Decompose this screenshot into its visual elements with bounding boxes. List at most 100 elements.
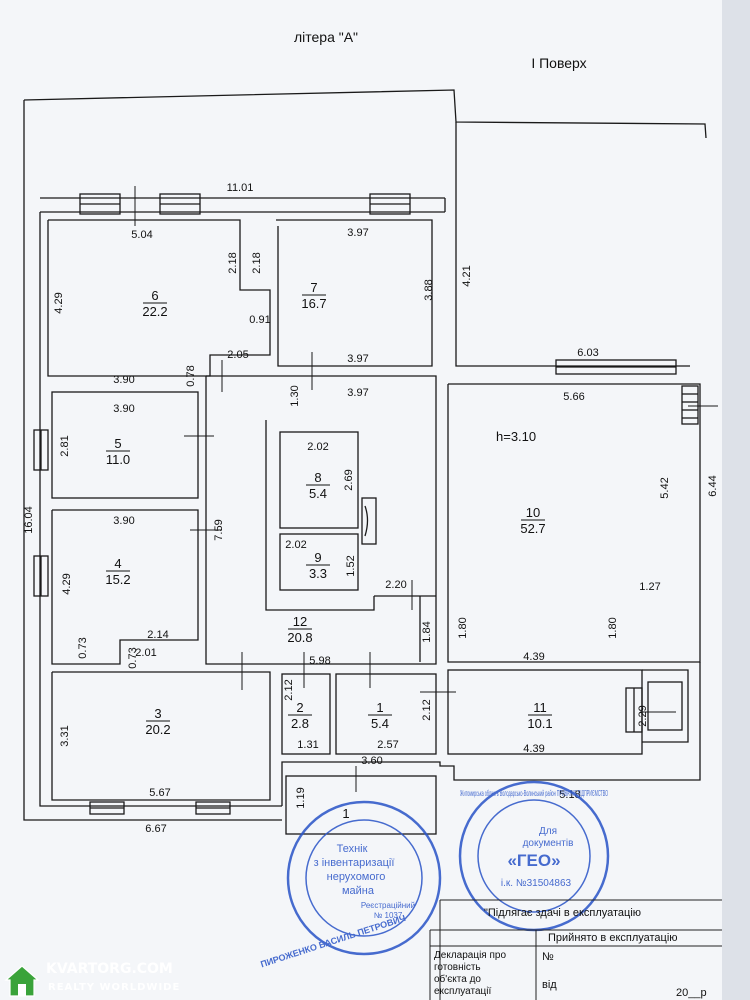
room-area: 5.4 bbox=[371, 716, 389, 731]
house-logo-icon bbox=[4, 965, 40, 997]
dimension-label: 6.67 bbox=[145, 823, 166, 835]
dimension-label: 1.80 bbox=[607, 617, 619, 638]
room-7-walls bbox=[276, 219, 433, 367]
room-2-walls bbox=[281, 673, 331, 755]
room-number: 3 bbox=[154, 706, 161, 721]
dimension-label: 3.31 bbox=[59, 725, 71, 746]
dimension-label: 5.18 bbox=[559, 789, 580, 801]
fireplace-symbol bbox=[364, 505, 369, 537]
dimension-label: 2.12 bbox=[421, 699, 433, 720]
dimension-label: 1.84 bbox=[421, 621, 433, 642]
dimension-label: 4.29 bbox=[61, 573, 73, 594]
technician-reg-label: Реєстраційний bbox=[361, 901, 415, 910]
room-number: 11 bbox=[533, 700, 547, 715]
dimension-label: 2.18 bbox=[251, 252, 263, 273]
room-3-walls bbox=[51, 671, 271, 801]
dimension-label: 2.05 bbox=[227, 349, 248, 361]
room-area: 11.0 bbox=[106, 452, 130, 467]
form-decl-1: Декларація про bbox=[434, 950, 506, 961]
form-date-label: від bbox=[542, 979, 557, 991]
room-9-walls bbox=[279, 533, 359, 591]
door-marks bbox=[134, 186, 718, 792]
dimension-label: 4.39 bbox=[523, 743, 544, 755]
dimension-label: 2.18 bbox=[227, 252, 239, 273]
dimension-label: 1.19 bbox=[295, 787, 307, 808]
technician-stamp-line-4: майна bbox=[342, 885, 375, 897]
room-area: 15.2 bbox=[105, 572, 130, 587]
dimension-label: 2.57 bbox=[377, 739, 398, 751]
company-brand: «ГЕО» bbox=[507, 851, 560, 870]
dimension-label: 6.03 bbox=[577, 347, 598, 359]
room-number: 4 bbox=[114, 556, 121, 571]
dimension-label: 2.12 bbox=[283, 679, 295, 700]
ceiling-height: h=3.10 bbox=[496, 429, 536, 444]
watermark-tagline: REALTY WORLDWIDE bbox=[48, 982, 180, 993]
litera-label: літера "А" bbox=[294, 29, 358, 45]
terrace-outline bbox=[455, 122, 690, 367]
dimension-label: 2.29 bbox=[637, 705, 649, 726]
room-8-walls bbox=[279, 431, 359, 529]
company-code: і.к. №31504863 bbox=[501, 878, 572, 889]
windows bbox=[33, 193, 677, 815]
walls bbox=[23, 89, 718, 835]
dimension-label: 2.81 bbox=[59, 435, 71, 456]
dimension-label: 1.31 bbox=[297, 739, 318, 751]
room-area: 2.8 bbox=[291, 716, 309, 731]
dimension-label: 4.29 bbox=[53, 292, 65, 313]
dimension-label: 3.97 bbox=[347, 227, 368, 239]
dimension-label: 3.97 bbox=[347, 387, 368, 399]
dimension-label: 3.90 bbox=[113, 374, 134, 386]
company-stamp-ring-text: Житомирська область Володарсько-Волинськ… bbox=[460, 789, 608, 798]
dimension-label: 2.01 bbox=[135, 647, 156, 659]
dimension-label: 3.90 bbox=[113, 515, 134, 527]
room-area: 20.2 bbox=[145, 722, 170, 737]
room-number: 1 bbox=[342, 806, 349, 821]
form-line-2: Прийнято в експлуатацію bbox=[548, 932, 678, 944]
dimension-label: 5.98 bbox=[309, 655, 330, 667]
dimension-label: 4.21 bbox=[461, 265, 473, 286]
technician-stamp-line-2: з інвентаризації bbox=[314, 857, 395, 869]
form-decl-2: готовність bbox=[434, 962, 481, 973]
dimension-label: 4.39 bbox=[523, 651, 544, 663]
dimension-label: 5.66 bbox=[563, 391, 584, 403]
form-line-1: "Підлягає здачі в експлуатацію bbox=[484, 907, 641, 919]
dimension-label: 7.59 bbox=[213, 519, 225, 540]
room-labels: 622.2716.7511.085.493.31052.7415.21220.8… bbox=[105, 280, 552, 821]
form-decl-4: експлуатації bbox=[434, 986, 492, 997]
dimension-label: 3.60 bbox=[361, 755, 382, 767]
dimension-label: 1.27 bbox=[639, 581, 660, 593]
room-area: 10.1 bbox=[527, 716, 552, 731]
technician-stamp-line-1: Технік bbox=[337, 843, 368, 855]
form-number-label: № bbox=[542, 951, 554, 963]
technician-stamp-line-3: нерухомого bbox=[327, 871, 386, 883]
room-number: 6 bbox=[151, 288, 158, 303]
porch bbox=[285, 775, 437, 835]
stair-right bbox=[681, 385, 699, 425]
terrace-steps bbox=[642, 669, 689, 743]
company-stamp-inner-1: Для bbox=[539, 826, 557, 837]
room-number: 1 bbox=[376, 700, 383, 715]
dimension-label: 2.69 bbox=[343, 469, 355, 490]
room-number: 7 bbox=[310, 280, 317, 295]
room-area: 52.7 bbox=[520, 521, 545, 536]
form-year: 20__р bbox=[676, 987, 707, 999]
paper-margin bbox=[722, 0, 750, 1000]
room-6-walls bbox=[47, 219, 271, 377]
watermark-brand: KVARTORG.COM bbox=[46, 961, 173, 977]
approval-form bbox=[429, 899, 722, 1000]
dimension-label: 1.80 bbox=[457, 617, 469, 638]
dimension-label: 1.52 bbox=[345, 555, 357, 576]
dimension-label: 2.20 bbox=[385, 579, 406, 591]
dimension-label: 3.97 bbox=[347, 353, 368, 365]
room-number: 5 bbox=[114, 436, 121, 451]
dimension-label: 2.02 bbox=[285, 539, 306, 551]
form-decl-3: об'єкта до bbox=[434, 973, 481, 985]
dimension-label: 0.73 bbox=[127, 647, 139, 668]
watermark: KVARTORG.COM REALTY WORLDWIDE bbox=[4, 961, 180, 997]
room-area: 20.8 bbox=[287, 630, 312, 645]
company-stamp-inner-2: документів bbox=[523, 838, 574, 849]
inner-wall-left bbox=[265, 420, 375, 611]
dimension-label: 3.90 bbox=[113, 403, 134, 415]
